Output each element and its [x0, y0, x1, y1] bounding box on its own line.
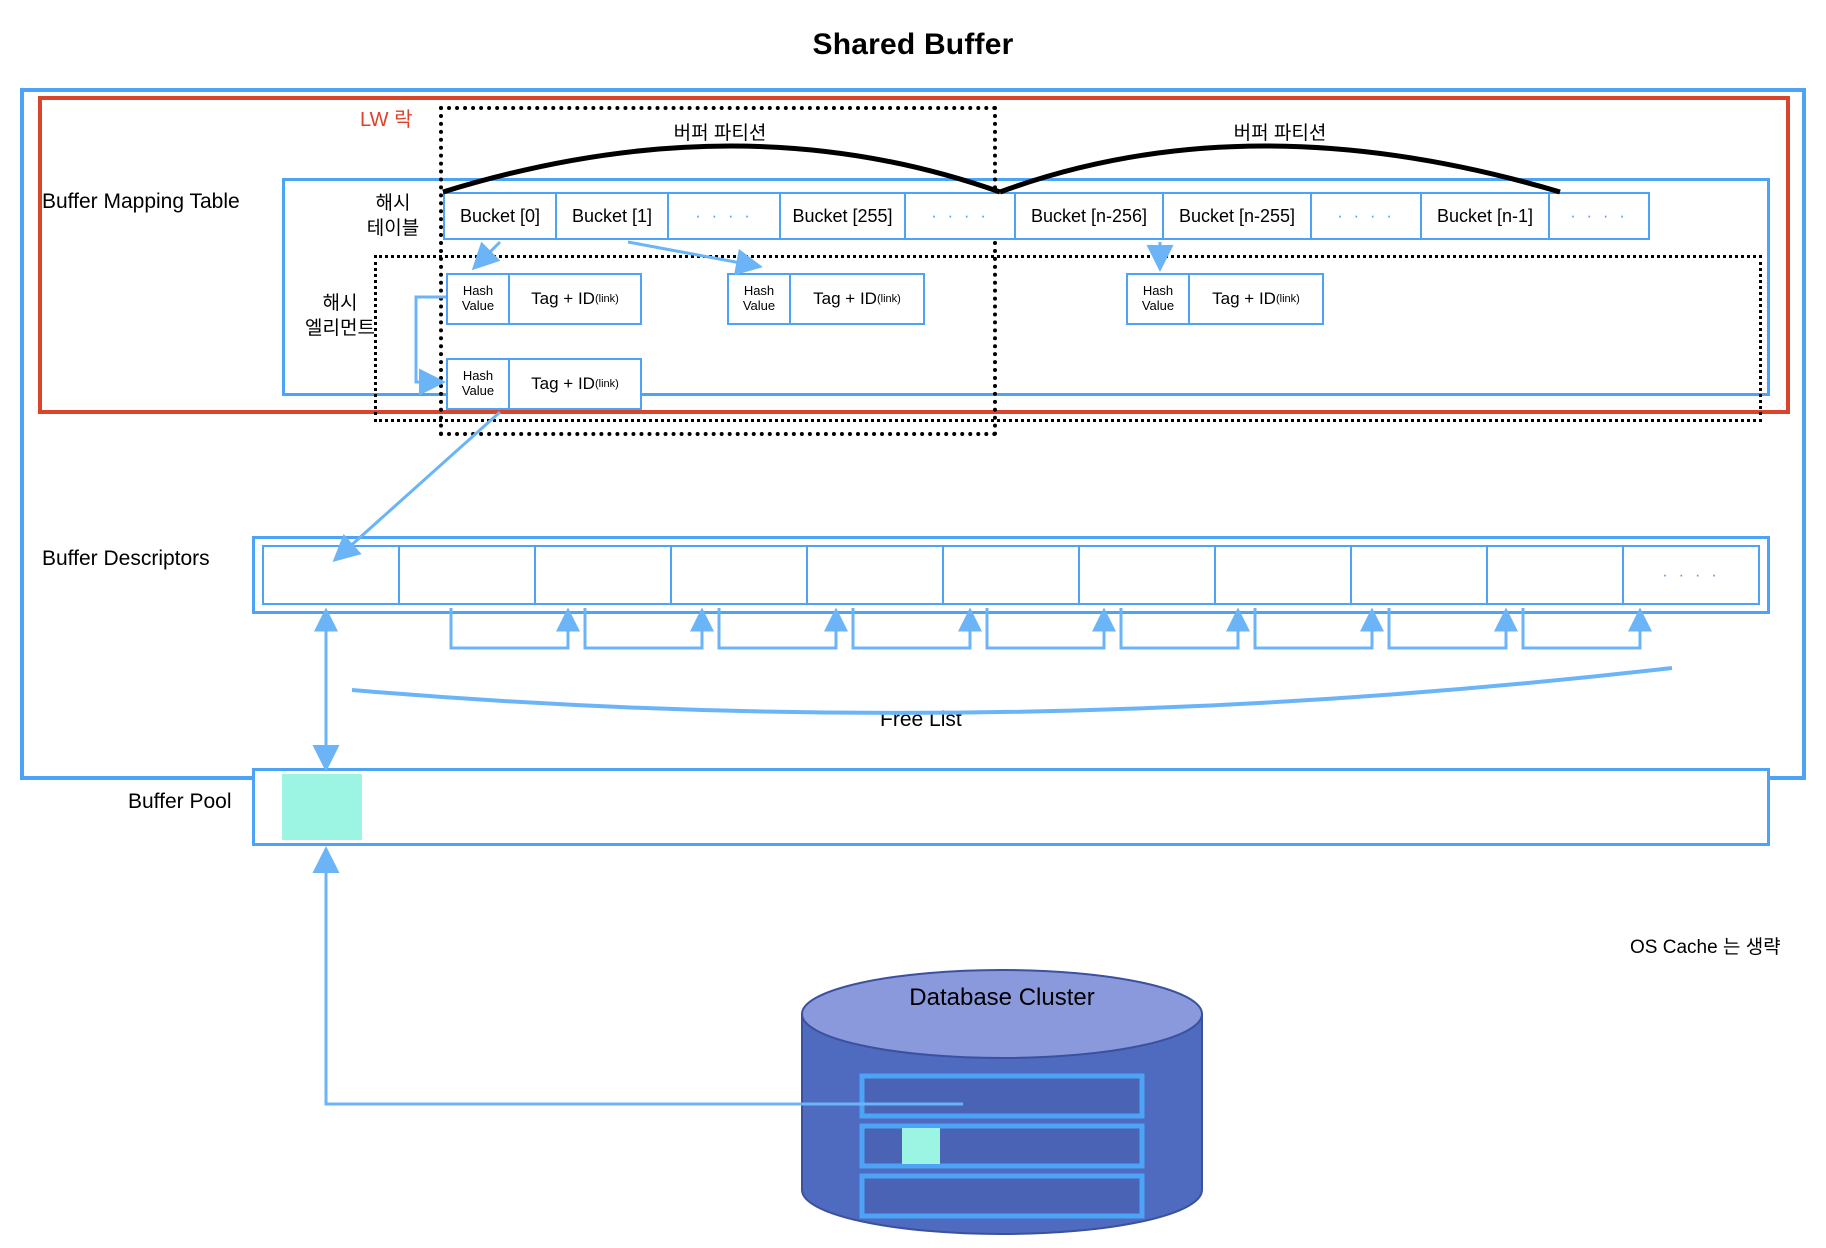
tag-id-sub: (link): [1275, 293, 1300, 305]
descriptor-cell-0[interactable]: [264, 547, 400, 603]
tag-id-text: Tag + ID: [813, 289, 877, 308]
tag-id-text: Tag + ID: [1212, 289, 1276, 308]
descriptor-cell-4[interactable]: [808, 547, 944, 603]
bucket-ellipsis-4: · · · ·: [906, 194, 1016, 238]
hash-value-line1: Hash: [462, 368, 494, 384]
hash-element-dotted-box: [374, 255, 1762, 422]
buffer-pool-box: [252, 768, 1770, 846]
hash-value-cell: Hash Value: [448, 360, 510, 408]
hash-value-line2: Value: [461, 298, 495, 313]
hash-element-2[interactable]: Hash Value Tag + ID(link): [1126, 273, 1324, 325]
database-cluster-title: Database Cluster: [909, 984, 1095, 1011]
bucket-cell-5[interactable]: Bucket [n-256]: [1016, 194, 1164, 238]
free-list-label: Free List: [880, 708, 962, 731]
bucket-cell-3[interactable]: Bucket [255]: [781, 194, 906, 238]
bucket-cell-0[interactable]: Bucket [0]: [445, 194, 557, 238]
descriptor-cell-7[interactable]: [1216, 547, 1352, 603]
descriptor-cell-8[interactable]: [1352, 547, 1488, 603]
hash-table-row: Bucket [0]Bucket [1]· · · ·Bucket [255]·…: [443, 192, 1650, 240]
hash-element-1[interactable]: Hash Value Tag + ID(link): [727, 273, 925, 325]
page-title: Shared Buffer: [812, 28, 1014, 61]
buffer-descriptors-row: · · · ·: [262, 545, 1760, 605]
bucket-ellipsis-9: · · · ·: [1570, 206, 1628, 225]
descriptor-ellipsis: · · · ·: [1662, 565, 1720, 584]
hash-table-caption-line1: 해시: [375, 193, 411, 214]
hash-value-line1: Hash: [743, 283, 775, 299]
hash-value-line2: Value: [742, 298, 776, 313]
descriptor-cell-2[interactable]: [536, 547, 672, 603]
buffer-partition-label-1: 버퍼 파티션: [673, 123, 767, 144]
hash-value-cell: Hash Value: [1128, 275, 1190, 323]
descriptor-cell-1[interactable]: [400, 547, 536, 603]
buffer-pool-label: Buffer Pool: [128, 790, 232, 813]
hash-value-line2: Value: [1141, 298, 1175, 313]
hash-value-cell: Hash Value: [448, 275, 510, 323]
hash-value-cell: Hash Value: [729, 275, 791, 323]
tag-id-sub: (link): [876, 293, 901, 305]
database-cluster: Database Cluster: [800, 968, 1204, 1236]
os-cache-note: OS Cache 는 생략: [1630, 937, 1781, 958]
descriptor-cell-9[interactable]: [1488, 547, 1624, 603]
descriptor-cell-6[interactable]: [1080, 547, 1216, 603]
tag-id-cell: Tag + ID(link): [791, 275, 923, 323]
buffer-mapping-table-label: Buffer Mapping Table: [42, 190, 240, 213]
buffer-descriptors-label: Buffer Descriptors: [42, 547, 210, 570]
descriptor-cell-3[interactable]: [672, 547, 808, 603]
hash-table-caption-line2: 테이블: [366, 217, 420, 239]
hash-element-caption-line1: 해시: [322, 293, 358, 314]
tag-id-sub: (link): [594, 378, 619, 390]
hash-table-caption: 해시 테이블: [350, 192, 436, 241]
bucket-cell-8[interactable]: Bucket [n-1]: [1422, 194, 1550, 238]
bucket-cell-6[interactable]: Bucket [n-255]: [1164, 194, 1312, 238]
tag-id-cell: Tag + ID(link): [1190, 275, 1322, 323]
lw-lock-region: [38, 96, 1790, 414]
bucket-ellipsis-2: · · · ·: [669, 194, 781, 238]
hash-value-line2: Value: [461, 383, 495, 398]
buffer-partition-label-2: 버퍼 파티션: [1233, 123, 1327, 144]
buffer-pool-occupied-page[interactable]: [282, 774, 362, 840]
descriptor-cell-5[interactable]: [944, 547, 1080, 603]
tag-id-text: Tag + ID: [531, 374, 595, 393]
tag-id-sub: (link): [594, 293, 619, 305]
buffer-partition-dotted-box: [439, 106, 997, 436]
hash-element-3[interactable]: Hash Value Tag + ID(link): [446, 358, 642, 410]
tag-id-cell: Tag + ID(link): [510, 275, 640, 323]
bucket-ellipsis-7: · · · ·: [1312, 194, 1422, 238]
bucket-cell-1[interactable]: Bucket [1]: [557, 194, 669, 238]
tag-id-cell: Tag + ID(link): [510, 360, 640, 408]
lw-lock-label: LW 락: [360, 109, 413, 131]
hash-value-line1: Hash: [462, 283, 494, 299]
hash-element-caption-line2: 엘리먼트: [305, 317, 375, 339]
hash-value-line1: Hash: [1142, 283, 1174, 299]
hash-element-caption: 해시 엘리먼트: [290, 292, 390, 341]
tag-id-text: Tag + ID: [531, 289, 595, 308]
hash-element-0[interactable]: Hash Value Tag + ID(link): [446, 273, 642, 325]
